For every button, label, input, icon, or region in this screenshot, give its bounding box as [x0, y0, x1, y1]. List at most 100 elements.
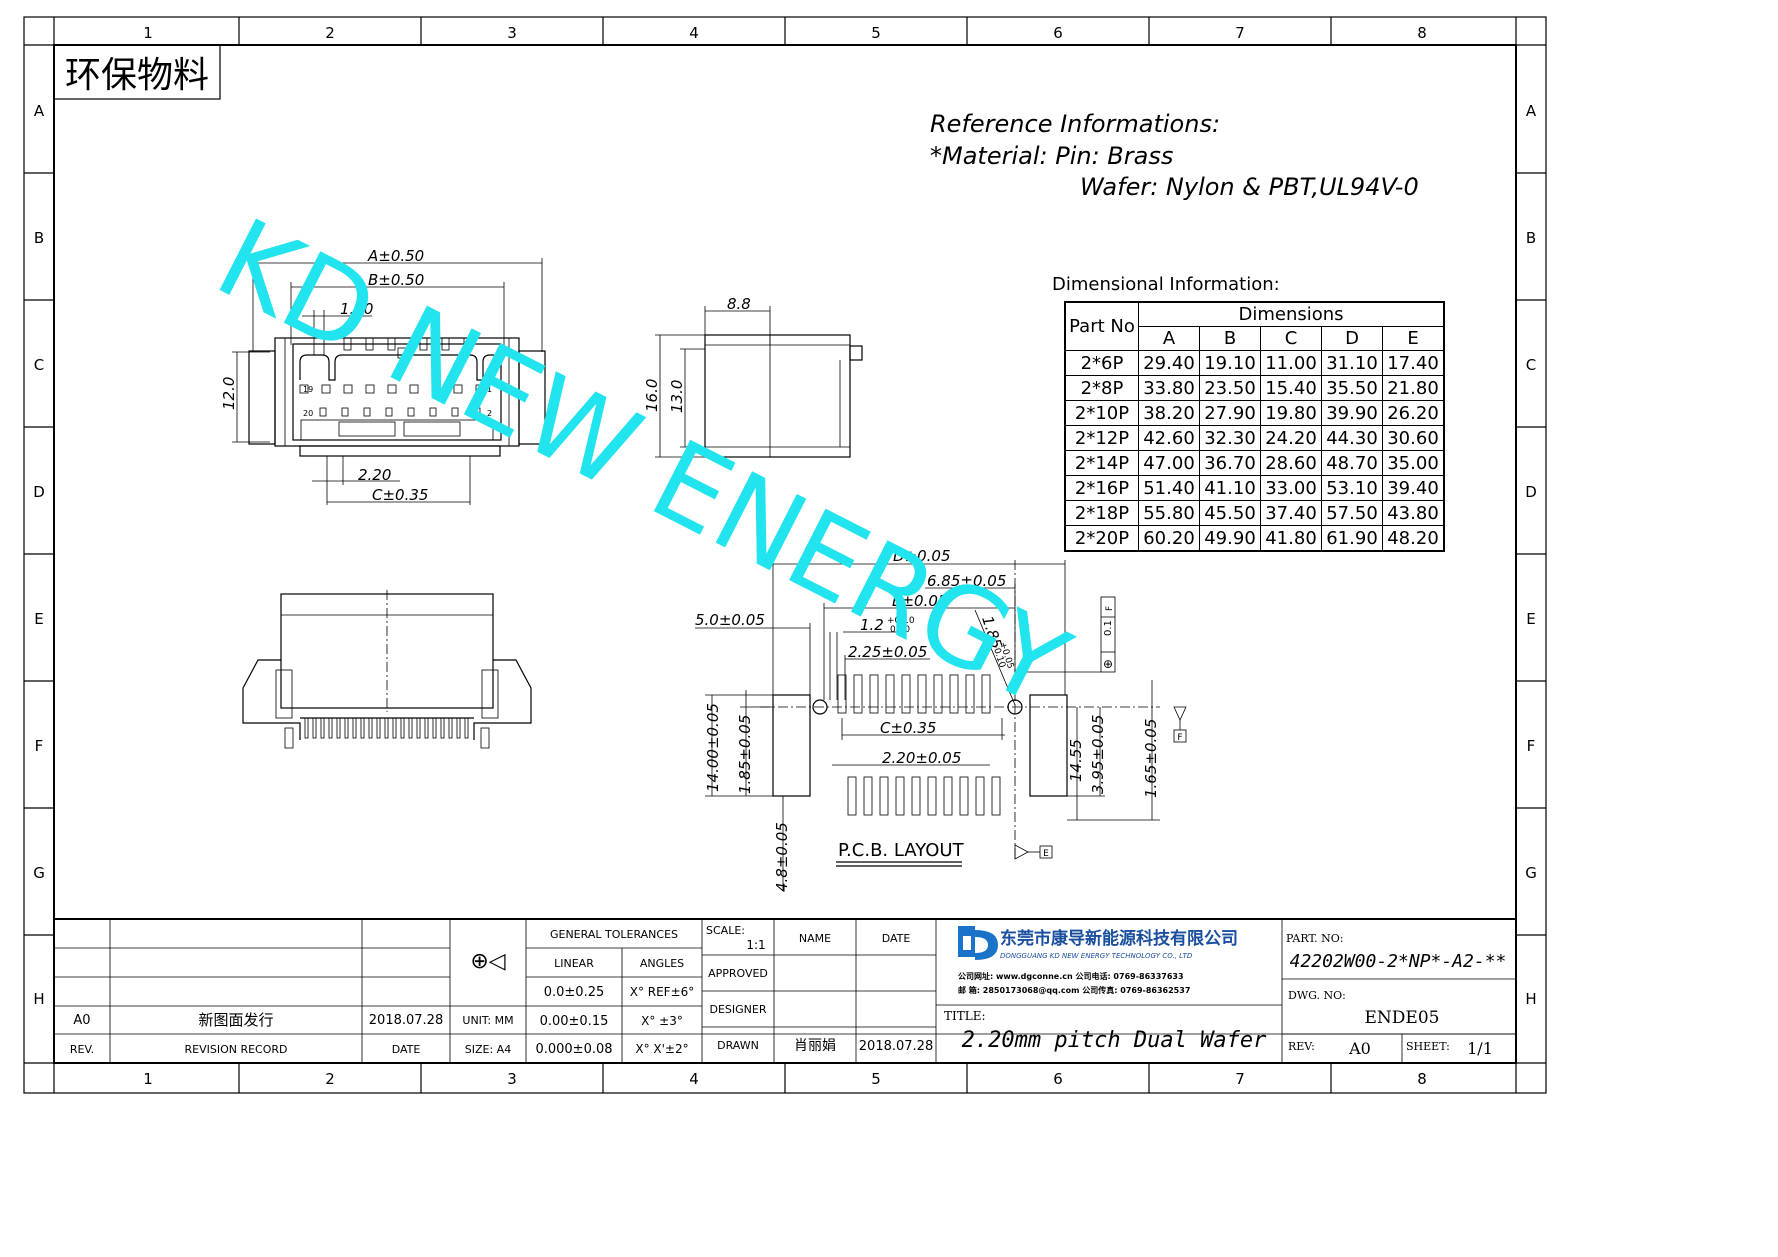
col-label-bottom: 7 — [1235, 1070, 1245, 1088]
reference-title: Reference Informations: — [930, 110, 1220, 138]
title-area: TITLE: 2.20mm pitch Dual Wafer — [944, 1009, 1267, 1053]
col-label-bottom: 1 — [143, 1070, 153, 1088]
dimension-cell: 29.40 — [1138, 350, 1200, 376]
rev-row-rev: A0 — [73, 1013, 90, 1028]
dwg-no-value: ENDE05 — [1365, 1008, 1440, 1028]
rev-label: REV: — [1288, 1040, 1315, 1053]
datum-f: F — [1177, 733, 1182, 743]
part-no-cell: 2*16P — [1064, 475, 1139, 501]
bottom-view — [242, 590, 532, 749]
company-contact-2: 邮 箱: 2850173068@qq.com 公司传真: 0769-863625… — [958, 985, 1190, 995]
datum-e: E — [1043, 849, 1049, 859]
row-label-right: G — [1525, 864, 1537, 882]
linear-tol-3: 0.000±0.08 — [535, 1042, 612, 1057]
row-label-right: D — [1525, 483, 1537, 501]
sheet-value: 1/1 — [1467, 1039, 1493, 1058]
part-no-cell: 2*6P — [1064, 350, 1139, 376]
title-label: TITLE: — [944, 1009, 986, 1023]
col-label-top: 7 — [1235, 24, 1245, 42]
tol-ref: F — [1105, 606, 1115, 611]
rev-header-record: REVISION RECORD — [184, 1043, 287, 1056]
dim-a: A±0.50 — [367, 247, 424, 265]
date-header: DATE — [882, 932, 911, 945]
watermark-text: KD NEW ENERGY — [198, 194, 1087, 732]
dim-14-55: 14.55 — [1067, 739, 1085, 782]
row-label-left: D — [33, 483, 45, 501]
pcb-layout-label: P.C.B. LAYOUT — [838, 840, 965, 861]
part-no-cell: 2*12P — [1064, 425, 1139, 451]
dimension-cell: 41.80 — [1260, 525, 1322, 552]
projection-icon: ⊕◁ — [470, 949, 505, 974]
row-label-right: F — [1527, 737, 1536, 755]
dimension-cell: 57.50 — [1321, 500, 1383, 526]
tol-value: 0.1 — [1103, 620, 1114, 636]
dimension-cell: 39.40 — [1382, 475, 1445, 501]
dimension-cell: 15.40 — [1260, 375, 1322, 401]
tol-position-icon: ⊕ — [1103, 657, 1113, 671]
rev-row-record: 新图面发行 — [198, 1011, 273, 1029]
part-no-cell: 2*8P — [1064, 375, 1139, 401]
eco-material-badge: 环保物料 — [53, 44, 221, 100]
dimension-cell: 35.00 — [1382, 450, 1445, 476]
row-label-right: B — [1526, 229, 1536, 247]
angle-tol-1: X° REF±6° — [630, 985, 695, 999]
col-label-top: 6 — [1053, 24, 1063, 42]
dim-1-2-upper: +0.10 — [887, 616, 915, 626]
dimension-cell: 31.10 — [1321, 350, 1383, 376]
dimension-cell: 26.20 — [1382, 400, 1445, 426]
dimensions-header: Dimensions — [1138, 301, 1445, 327]
col-label-top: 3 — [507, 24, 517, 42]
col-label-top: 5 — [871, 24, 881, 42]
company-block: 东莞市康导新能源科技有限公司 DONGGUANG KD NEW ENERGY T… — [958, 926, 1238, 995]
angle-tol-3: X° X'±2° — [635, 1042, 688, 1056]
dimension-cell: 43.80 — [1382, 500, 1445, 526]
col-label-top: 2 — [325, 24, 335, 42]
dimension-cell: 11.00 — [1260, 350, 1322, 376]
dimension-cell: 60.20 — [1138, 525, 1200, 552]
company-name-en: DONGGUANG KD NEW ENERGY TECHNOLOGY CO., … — [1000, 952, 1193, 960]
dimension-cell: 53.10 — [1321, 475, 1383, 501]
rev-header-rev: REV. — [70, 1043, 94, 1056]
dimension-cell: 49.90 — [1199, 525, 1261, 552]
dimension-cell: 30.60 — [1382, 425, 1445, 451]
dim-5-0: 5.0±0.05 — [695, 611, 765, 629]
sheet-label: SHEET: — [1406, 1040, 1450, 1053]
dimension-cell: 33.00 — [1260, 475, 1322, 501]
pin-label-1: 1 — [487, 385, 492, 394]
col-label-top: 8 — [1417, 24, 1427, 42]
approved-label: APPROVED — [708, 967, 768, 980]
border-frame: 1 2 3 4 5 6 7 8 1 2 3 4 5 6 7 8 A B C D … — [23, 16, 1547, 1094]
row-label-right: H — [1525, 990, 1536, 1008]
dimension-cell: 55.80 — [1138, 500, 1200, 526]
dwg-no-label: DWG. NO: — [1288, 989, 1346, 1002]
linear-tol-1: 0.0±0.25 — [544, 985, 605, 1000]
company-contact-1: 公司网址: www.dgconne.cn 公司电话: 0769-86337633 — [958, 971, 1184, 981]
dim-2-20-pcb: 2.20±0.05 — [882, 749, 961, 767]
drawing-sheet: 1 2 3 4 5 6 7 8 1 2 3 4 5 6 7 8 A B C D … — [23, 16, 1547, 1094]
linear-label: LINEAR — [554, 957, 594, 970]
row-label-left: H — [33, 990, 44, 1008]
dim-1-2-lower: 0.00 — [890, 625, 910, 635]
col-header-d: D — [1321, 326, 1383, 351]
dimension-cell: 17.40 — [1382, 350, 1445, 376]
drawn-name: 肖丽娟 — [794, 1038, 836, 1054]
part-no-cell: 2*10P — [1064, 400, 1139, 426]
rev-row-date: 2018.07.28 — [369, 1013, 443, 1028]
row-label-left: G — [33, 864, 45, 882]
linear-tol-2: 0.00±0.15 — [540, 1014, 609, 1029]
row-label-right: E — [1526, 610, 1535, 628]
row-label-left: B — [34, 229, 44, 247]
title-block-grid — [53, 918, 1517, 1064]
drawn-date: 2018.07.28 — [859, 1039, 933, 1054]
drawn-label: DRAWN — [717, 1039, 759, 1052]
dimensional-info-caption: Dimensional Information: — [1052, 274, 1280, 295]
dim-2-25: 2.25±0.05 — [848, 643, 927, 661]
row-label-left: F — [35, 737, 44, 755]
dim-8-8: 8.8 — [727, 295, 751, 313]
